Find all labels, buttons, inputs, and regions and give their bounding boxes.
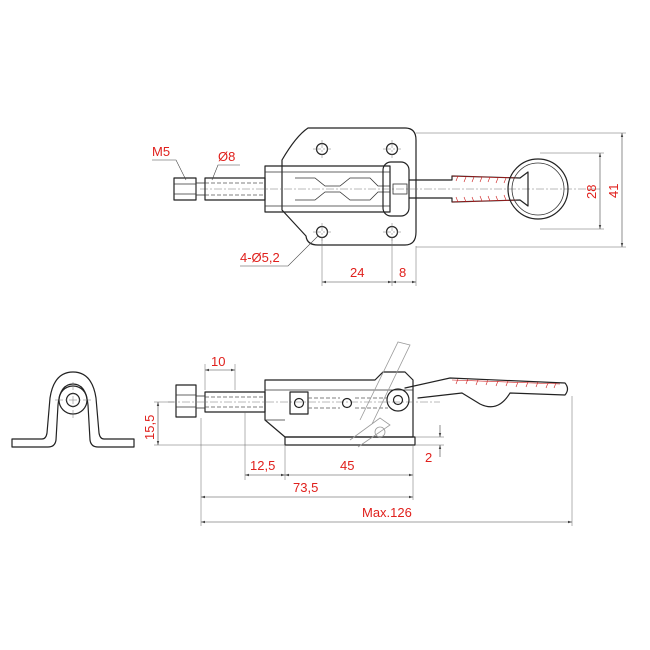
- dim-hole-offset: 8: [399, 265, 406, 280]
- top-view: [173, 127, 600, 246]
- dim-hole-spacing: 24: [350, 265, 364, 280]
- side-hex-nut: [175, 384, 197, 418]
- top-screw: [195, 182, 206, 196]
- dim-spindle-len: 10: [211, 354, 225, 369]
- side-handle-arm: [404, 377, 569, 408]
- top-hex-nut: [173, 177, 197, 201]
- dim-stroke-len: 73,5: [293, 480, 318, 495]
- hole-centerlines: [313, 140, 401, 241]
- leader-holes: [240, 235, 319, 267]
- top-pivot-block: [382, 161, 410, 217]
- dim-base-thickness: 2: [425, 450, 432, 465]
- top-dimensions: M5 Ø8 4-Ø5,2 24 8 28 41: [152, 132, 626, 286]
- side-base-plate: [284, 436, 416, 446]
- leader-thread: [152, 159, 187, 181]
- dim-base-len: 45: [340, 458, 354, 473]
- side-pin-1: [293, 397, 305, 409]
- side-pin-block: [289, 391, 309, 415]
- dim-base-offset: 12,5: [250, 458, 275, 473]
- side-pivot-ring: [386, 388, 410, 412]
- top-handle-arm: [408, 171, 529, 207]
- dim-thread: M5: [152, 144, 170, 159]
- side-grip: [451, 378, 561, 389]
- top-base-plate: [281, 127, 417, 246]
- end-view: [11, 371, 135, 448]
- top-ring-handle: [507, 158, 569, 220]
- side-ghost-handle: [349, 341, 411, 448]
- top-grip: [451, 175, 517, 203]
- side-pin-2: [341, 397, 353, 409]
- side-body: [264, 371, 414, 438]
- dim-spindle-dia: Ø8: [218, 149, 235, 164]
- side-link: [308, 397, 388, 409]
- dim-height: 15,5: [142, 415, 157, 440]
- dim-holes: 4-Ø5,2: [240, 250, 280, 265]
- top-linkage: [295, 177, 390, 201]
- dim-width-outer: 41: [606, 184, 621, 198]
- dim-max-len: Max.126: [362, 505, 412, 520]
- dim-width-inner: 28: [584, 185, 599, 199]
- side-dimensions: 10 15,5 2 12,5 45 73,5 Max.126: [142, 354, 573, 526]
- leader-spindle-dia: [211, 164, 240, 181]
- side-view: [168, 341, 569, 448]
- side-pin-3: [392, 394, 404, 406]
